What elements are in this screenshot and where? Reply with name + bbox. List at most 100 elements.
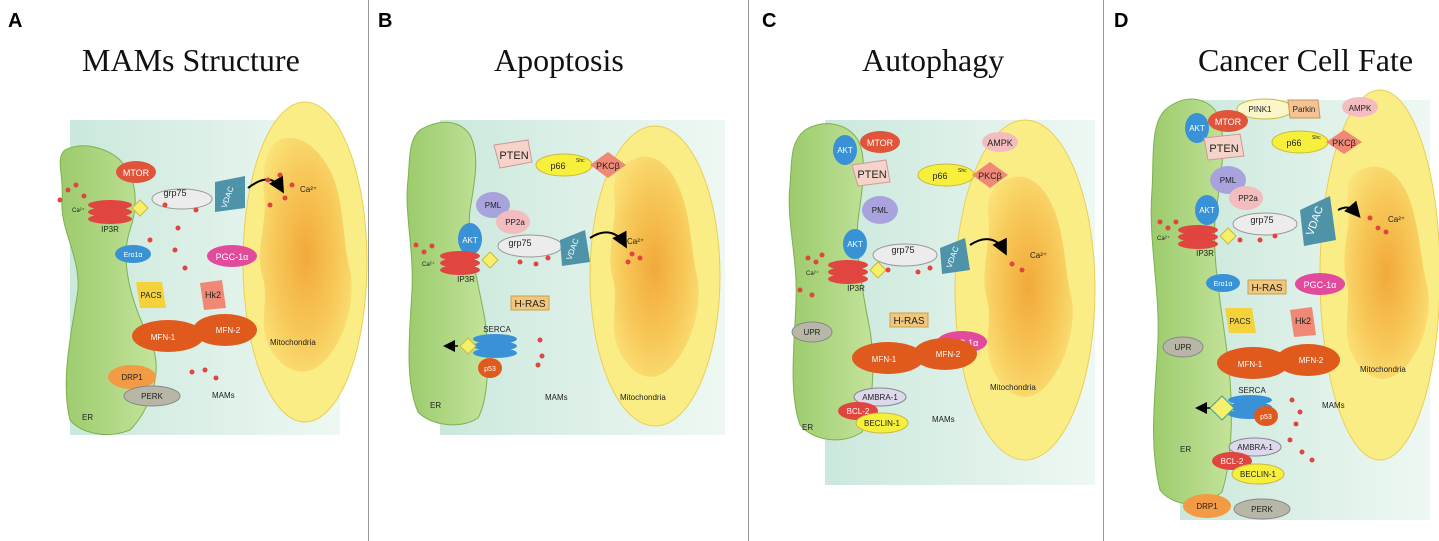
pacs-protein <box>1225 308 1256 333</box>
mitochondria-matrix <box>259 137 352 372</box>
vdac-channel <box>215 176 245 212</box>
p53-label: p53 <box>1260 414 1272 421</box>
er-label: ER <box>802 423 813 432</box>
mfn2-protein <box>1276 344 1340 376</box>
p53-label: p53 <box>484 366 496 373</box>
grp75-protein <box>872 243 938 267</box>
shc-label: Shc <box>576 158 585 164</box>
akt-protein <box>1185 113 1209 143</box>
pacs-label: PACS <box>1229 317 1250 326</box>
ip3r-label: IP3R <box>101 225 119 234</box>
ip3r-label: IP3R <box>457 275 475 284</box>
ip3r-receptor <box>440 251 480 275</box>
p66-label: p66 <box>1286 138 1301 148</box>
bcl2-label: BCL-2 <box>1221 457 1244 466</box>
calcium-ions <box>797 252 1025 298</box>
mfn2-label: MFN-2 <box>1299 356 1324 365</box>
panel-c-diagram: AKT MTOR PTEN AMPK p66 Shc PKCβ PML AKT … <box>788 119 1096 485</box>
mitochondria-matrix <box>984 176 1073 397</box>
grp75-label: grp75 <box>163 188 186 198</box>
ca-label: Ca²⁺ <box>1157 235 1170 242</box>
ip3-diamond <box>869 261 887 279</box>
pml-protein <box>862 196 898 224</box>
beclin1-protein <box>855 412 909 434</box>
akt-label: AKT <box>1199 206 1215 215</box>
ip3-diamond <box>481 251 499 269</box>
calcium-ions <box>413 242 643 368</box>
mams-label: MAMs <box>545 393 568 402</box>
ca-label: Ca²⁺ <box>72 207 85 214</box>
panel-divider <box>1103 0 1104 541</box>
ampk-protein <box>1342 97 1378 117</box>
ca-label: Ca²⁺ <box>806 270 819 277</box>
hras-protein <box>1247 279 1287 295</box>
calcium-ions <box>1157 215 1389 463</box>
pink1-label: PINK1 <box>1248 105 1272 114</box>
beclin1-label: BECLIN-1 <box>1240 470 1277 479</box>
panel-title-c: Autophagy <box>862 42 1005 78</box>
perk-protein <box>123 385 181 407</box>
p53-protein <box>1254 406 1278 426</box>
panel-title-b: Apoptosis <box>494 42 624 78</box>
panel-title-a: MAMs Structure <box>82 42 300 78</box>
ero1a-label: Ero1α <box>1214 281 1233 288</box>
p53-protein <box>478 358 502 378</box>
perk-label: PERK <box>1251 505 1273 514</box>
mitochondria-label: Mitochondria <box>990 383 1036 392</box>
ca-label-mito: Ca²⁺ <box>627 237 644 246</box>
pml-protein <box>476 192 510 218</box>
pten-protein <box>851 159 891 187</box>
pp2a-label: PP2a <box>1238 194 1258 203</box>
ero1a-protein <box>115 245 151 263</box>
pml-label: PML <box>872 206 889 215</box>
serca-pump <box>473 334 517 358</box>
mtor-label: MTOR <box>867 138 894 148</box>
upr-label: UPR <box>1175 343 1192 352</box>
ero1a-label: Ero1α <box>124 252 143 259</box>
mtor-protein <box>860 131 900 153</box>
hk2-protein <box>200 280 226 310</box>
er-label: ER <box>82 413 93 422</box>
pp2a-label: PP2a <box>505 218 525 227</box>
pkcb-label: PKCβ <box>1332 138 1356 148</box>
pml-label: PML <box>485 201 502 210</box>
mfn2-protein <box>193 314 257 346</box>
vdac-channel <box>1300 196 1336 246</box>
perk-protein <box>1233 498 1291 520</box>
akt-protein <box>458 223 482 255</box>
akt-label: AKT <box>847 240 863 249</box>
calcium-flux-arrow <box>589 230 627 249</box>
upr-protein <box>1162 336 1204 358</box>
panel-divider <box>368 0 369 541</box>
akt-protein <box>1195 195 1219 225</box>
pten-label: PTEN <box>857 169 886 181</box>
serca-diamond <box>1209 395 1235 421</box>
ambra1-protein <box>853 387 907 407</box>
ip3r-label: IP3R <box>1196 249 1214 258</box>
mitochondria-label: Mitochondria <box>1360 365 1406 374</box>
p66-label: p66 <box>550 161 565 171</box>
panel-letter-a: A <box>8 10 23 32</box>
pgc1a-protein <box>207 245 257 267</box>
hk2-protein <box>1290 307 1316 337</box>
mfn1-label: MFN-1 <box>1238 360 1263 369</box>
beclin1-protein <box>1231 463 1285 485</box>
calcium-ions <box>57 172 295 381</box>
pacs-label: PACS <box>140 291 161 300</box>
mtor-protein <box>1208 110 1248 132</box>
calcium-flux-arrow <box>969 237 1007 256</box>
beclin1-label: BECLIN-1 <box>864 419 901 428</box>
drp1-label: DRP1 <box>1196 502 1218 511</box>
pkcb-protein <box>972 162 1008 188</box>
pml-protein <box>1210 166 1246 194</box>
ambra1-label: AMBRA-1 <box>862 393 898 402</box>
pten-protein <box>1203 133 1245 161</box>
akt-protein <box>843 229 867 259</box>
mfn2-label: MFN-2 <box>936 350 961 359</box>
pkcb-protein <box>1326 130 1362 154</box>
bcl2-label: BCL-2 <box>847 407 870 416</box>
ero1a-protein <box>1206 274 1240 292</box>
panel-a-diagram: MTOR grp75 VDAC IP3R Ca²⁺ Ca²⁺ Ero1α PGC… <box>57 101 368 436</box>
ambra1-protein <box>1228 437 1282 457</box>
